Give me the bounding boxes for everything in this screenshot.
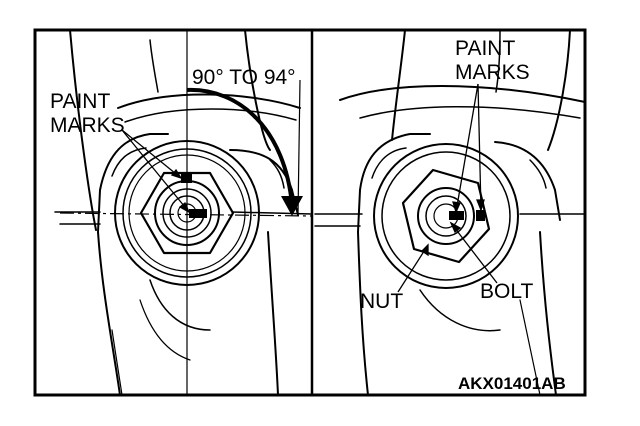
figure-code: AKX01401AB (458, 374, 566, 393)
diagram-frame (33, 28, 587, 397)
right-paint-marks-label-line2: MARKS (455, 61, 530, 84)
left-bolt-paint-mark (189, 209, 207, 218)
left-panel (54, 29, 313, 396)
left-nut-paint-mark (181, 174, 192, 183)
nut-label: NUT (360, 290, 403, 313)
bolt-label: BOLT (480, 280, 533, 303)
left-paint-marks-label-line1: PAINT (50, 90, 110, 113)
left-paint-marks-label-line2: MARKS (50, 114, 125, 137)
right-panel (314, 29, 586, 396)
right-bolt-paint-mark (449, 211, 464, 220)
right-paint-marks-label-line1: PAINT (455, 37, 515, 60)
angle-label: 90° TO 94° (192, 66, 296, 89)
left-paint-marks-leaders (121, 129, 191, 214)
angle-reference-line (297, 79, 301, 217)
angle-arrow-arc (186, 87, 294, 206)
angle-arrow-head (281, 196, 303, 216)
right-nut-paint-mark (476, 210, 485, 221)
nut-bolt-leaders (397, 221, 498, 293)
left-horizontal-centerline (59, 212, 313, 217)
right-paint-marks-leaders (452, 83, 485, 214)
